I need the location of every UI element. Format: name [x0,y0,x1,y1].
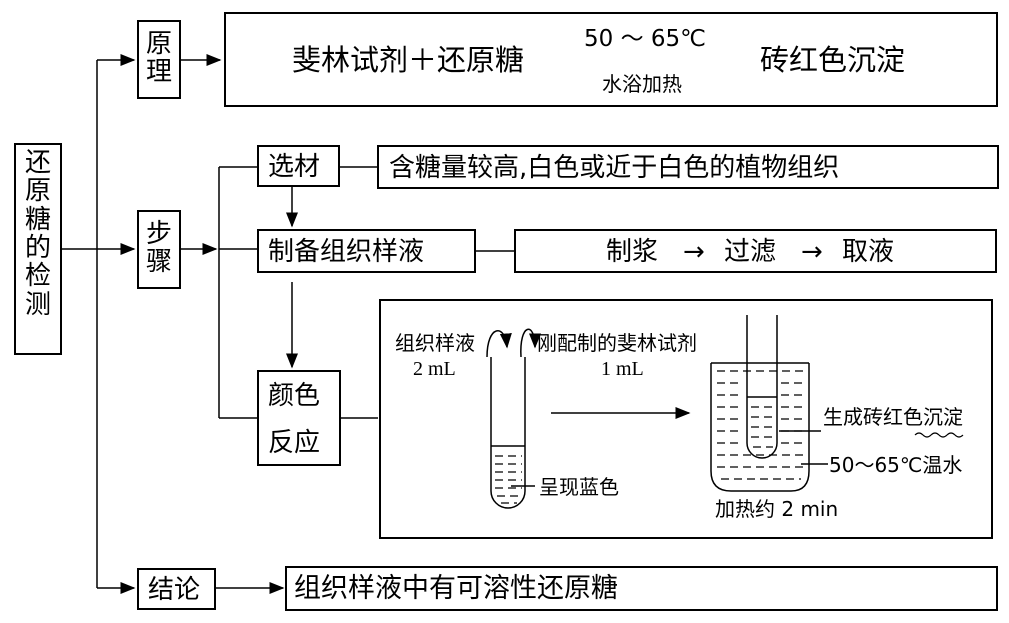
test-tube-icon [490,357,526,509]
reaction-step-label-line1: 颜色 [268,381,321,411]
steps-label: 步 骤 [139,220,179,277]
select-step-label: 选材 [268,152,321,182]
conclusion-content: 组织样液中有可溶性还原糖 [294,573,618,604]
principle-condition-bottom: 水浴加热 [602,72,682,96]
select-content: 含糖量较高,白色或近于白色的植物组织 [389,153,840,183]
principle-label-box: 原 理 [137,20,181,99]
principle-product: 砖红色沉淀 [760,43,906,77]
pour-reagent-arrow [520,328,541,358]
principle-label-char: 理 [145,57,172,88]
title-char: 糖 [24,204,51,235]
pour-sample-arrow [486,330,512,358]
prepare-flow-box: 制浆 → 过滤 → 取液 [514,229,997,273]
principle-reactants: 斐林试剂＋还原糖 [292,43,525,77]
title-char: 的 [24,232,51,263]
prepare-step-box: 制备组织样液 [257,229,476,273]
conclusion-label: 结论 [148,575,201,605]
water-temp-label: 50～65℃温水 [829,453,963,477]
tube-color-label: 呈现蓝色 [539,475,619,499]
title-char: 检 [24,261,51,292]
steps-label-char: 骤 [145,247,172,278]
select-content-box: 含糖量较高,白色或近于白色的植物组织 [377,145,999,189]
heat-label: 加热约 2 min [715,497,839,521]
reaction-illustration-panel: 组织样液 2 mL 刚配制的斐林试剂 1 mL 呈现蓝色 生成砖红色沉淀 50～… [379,299,993,539]
principle-label: 原 理 [139,30,179,87]
inner-tube-icon [746,315,778,459]
flow-arrow-icon: → [801,237,823,267]
select-step-box: 选材 [257,145,340,187]
principle-condition-top: 50 ～ 65℃ [584,26,706,52]
page-title: 还 原 糖 的 检 测 [16,149,60,319]
principle-label-char: 原 [145,29,172,59]
title-char: 还 [24,148,51,178]
flow-step-3: 取液 [842,237,895,267]
reagent-label: 刚配制的斐林试剂 [537,331,697,355]
reaction-step-box: 颜色 反应 [257,370,341,466]
title-box: 还 原 糖 的 检 测 [14,143,62,355]
steps-label-box: 步 骤 [137,210,181,289]
prepare-step-label: 制备组织样液 [268,237,425,267]
steps-label-char: 步 [145,219,172,249]
conclusion-content-box: 组织样液中有可溶性还原糖 [285,566,998,611]
conclusion-label-box: 结论 [137,568,216,610]
flow-arrow-icon: → [683,237,705,267]
beaker-icon [710,363,810,492]
flow-step-1: 制浆 [606,237,659,267]
precipitate-label: 生成砖红色沉淀 [823,405,963,429]
sample-label: 组织样液 [395,331,475,355]
reagent-amount: 1 mL [601,358,644,380]
flow-step-2: 过滤 [724,237,777,267]
wavy-underline [914,432,964,438]
reaction-step-label-line2: 反应 [268,428,321,458]
title-char: 原 [24,176,51,207]
principle-content-box: 斐林试剂＋还原糖 50 ～ 65℃ 水浴加热 砖红色沉淀 [224,12,998,107]
reaction-illustration [486,315,964,509]
sample-amount: 2 mL [413,358,456,380]
title-char: 测 [24,289,51,320]
